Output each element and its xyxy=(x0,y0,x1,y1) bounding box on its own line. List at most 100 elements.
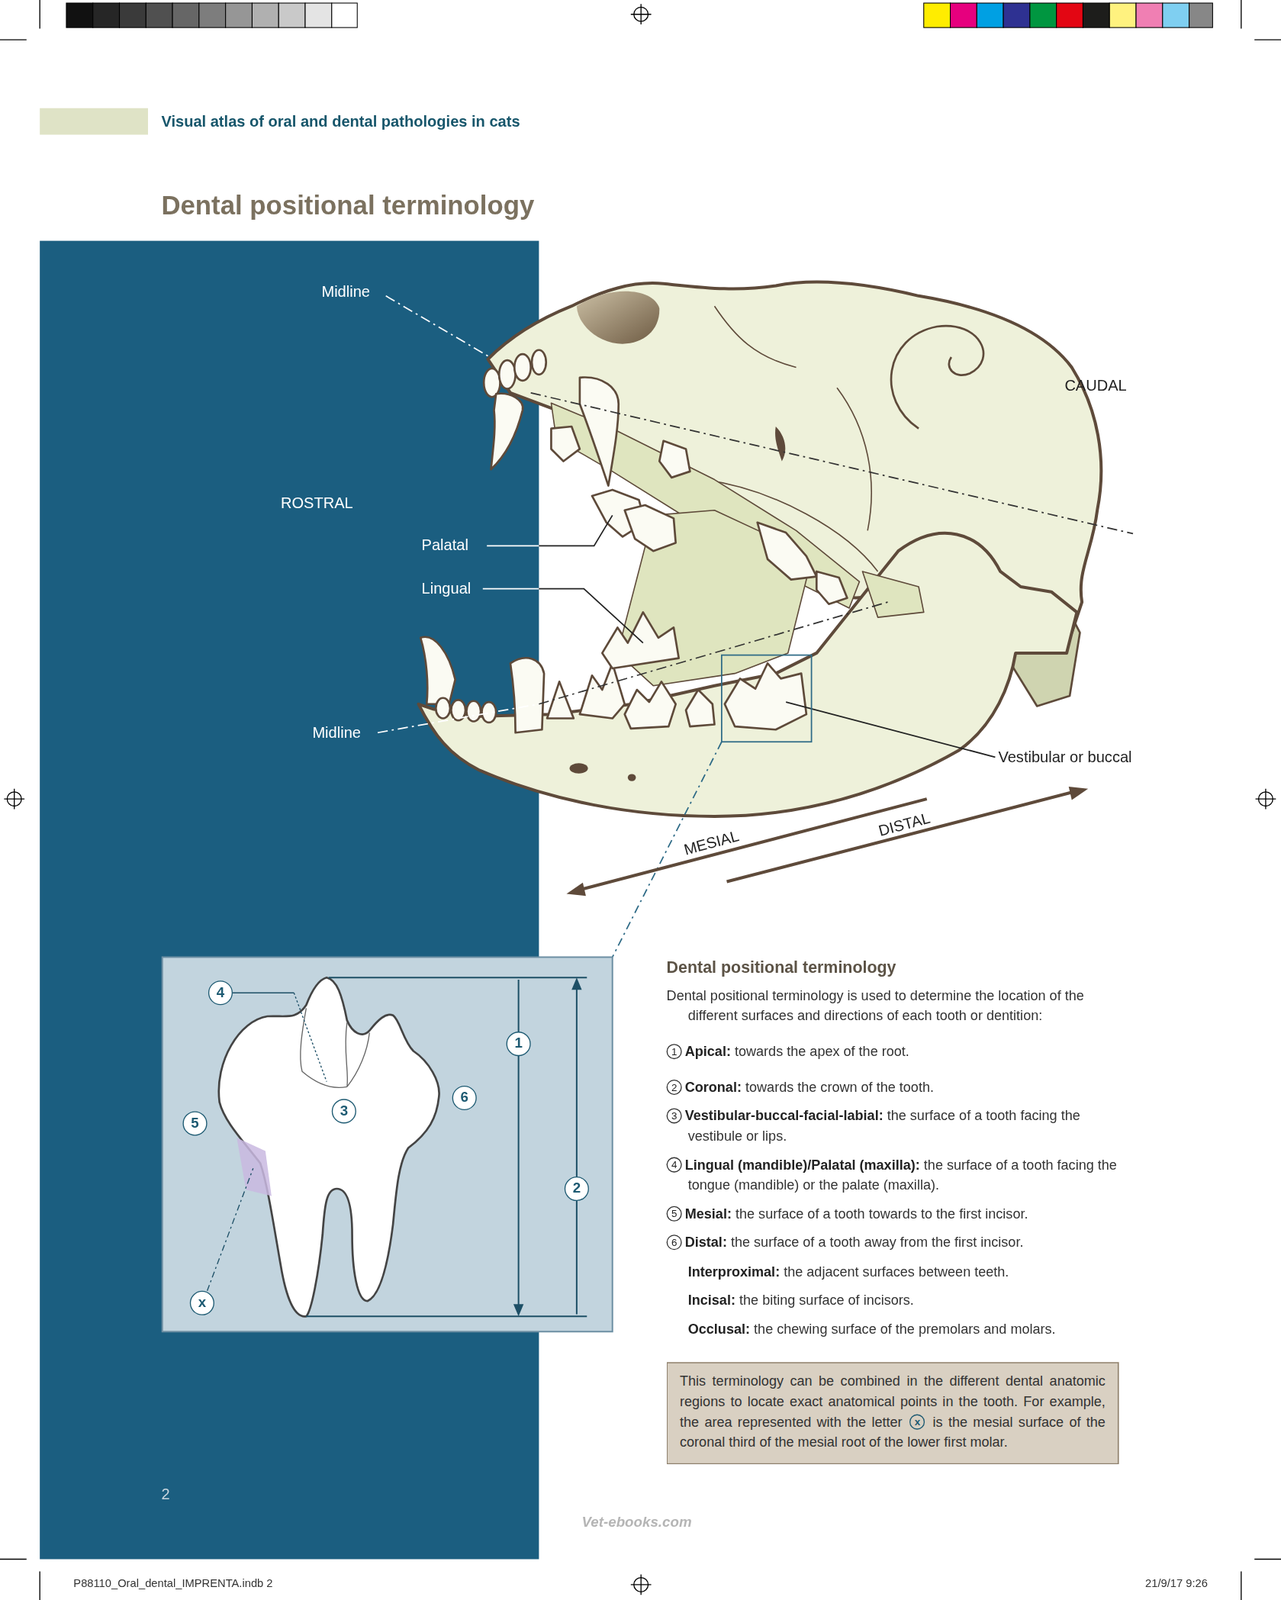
definition: towards the crown of the tooth. xyxy=(745,1079,934,1095)
footer-text: 21/9/17 9:26 xyxy=(1145,1576,1208,1590)
dimension-line xyxy=(305,977,587,1317)
callout-leader xyxy=(293,992,327,1082)
lower-premolar xyxy=(547,681,574,718)
coronal-arrow xyxy=(576,988,578,1315)
mental-foramen xyxy=(569,762,589,773)
anatomy-label: Palatal xyxy=(421,535,469,554)
anatomy-label: Midline xyxy=(312,723,361,742)
lower-incisor xyxy=(435,698,451,719)
callout-number: 6 xyxy=(666,1234,683,1250)
upper-molar xyxy=(757,522,818,580)
term: Distal: xyxy=(685,1234,728,1250)
term: Mesial: xyxy=(685,1206,732,1222)
watermark: Vet-ebooks.com xyxy=(582,1512,692,1530)
swatch xyxy=(950,3,978,28)
swatch xyxy=(225,3,253,28)
palatal-leader xyxy=(486,545,539,548)
term: Vestibular-buccal-facial-labial: xyxy=(685,1107,884,1124)
swatch xyxy=(199,3,226,28)
swatch xyxy=(172,3,200,28)
running-header: Visual atlas of oral and dental patholog… xyxy=(160,112,520,131)
callout-number: 2 xyxy=(666,1079,683,1095)
definition-row: Occlusal: the chewing surface of the pre… xyxy=(666,1319,1124,1340)
callout-number: 5 xyxy=(182,1110,207,1136)
swatch xyxy=(145,3,173,28)
registration-mark xyxy=(630,3,652,25)
definition-row: 1Apical: towards the apex of the root. xyxy=(666,1041,1124,1063)
swatch xyxy=(66,3,94,28)
registration-mark xyxy=(3,788,25,810)
swatch xyxy=(278,3,306,28)
lingual-leader xyxy=(538,589,643,644)
definition-row: 2Coronal: towards the crown of the tooth… xyxy=(666,1077,1124,1098)
lower-canine xyxy=(420,637,455,705)
definition: the adjacent surfaces between teeth. xyxy=(783,1264,1009,1280)
upper-premolar xyxy=(659,440,690,478)
swatch xyxy=(1162,3,1190,28)
header-band xyxy=(39,108,149,136)
registration-mark xyxy=(630,1574,652,1596)
callout-number: 1 xyxy=(506,1031,532,1056)
definition-row: 6Distal: the surface of a tooth away fro… xyxy=(666,1232,1124,1254)
arrowhead xyxy=(571,977,582,990)
callout-number: 3 xyxy=(666,1107,683,1124)
definition-row: 4Lingual (mandible)/Palatal (maxilla): t… xyxy=(666,1155,1124,1196)
lower-premolar xyxy=(624,681,676,729)
term: Apical: xyxy=(685,1043,731,1059)
definition-row: 5Mesial: the surface of a tooth towards … xyxy=(666,1203,1124,1225)
zoom-box xyxy=(721,655,812,743)
term: Incisal: xyxy=(688,1292,736,1308)
note-box: This terminology can be combined in the … xyxy=(666,1361,1120,1465)
term: Lingual (mandible)/Palatal (maxilla): xyxy=(685,1157,921,1173)
mandible-inner xyxy=(862,571,924,618)
swatch xyxy=(1003,3,1030,28)
orbit xyxy=(576,291,660,345)
callout-number: 2 xyxy=(564,1176,590,1201)
callout-number: 4 xyxy=(666,1157,683,1173)
term: Interproximal: xyxy=(688,1264,780,1280)
definition-row: 3Vestibular-buccal-facial-labial: the su… xyxy=(666,1106,1124,1147)
definition: the surface of a tooth towards to the fi… xyxy=(735,1206,1029,1222)
palatal-leader xyxy=(538,514,612,546)
callout-number: x xyxy=(910,1414,926,1430)
arrowhead xyxy=(566,882,586,896)
teeth xyxy=(420,350,847,734)
lingual-leader xyxy=(482,588,540,590)
swatch xyxy=(119,3,147,28)
term: Coronal: xyxy=(685,1079,742,1095)
anatomy-label: Vestibular or buccal xyxy=(997,747,1132,767)
upper-premolar xyxy=(624,505,676,551)
callout-leader xyxy=(232,992,294,994)
swatch xyxy=(93,3,120,28)
swatch xyxy=(923,3,951,28)
page-title: Dental positional terminology xyxy=(160,189,535,223)
callout-number: 6 xyxy=(452,1085,477,1111)
midline-axis xyxy=(538,601,889,705)
direction-label: ROSTRAL xyxy=(280,493,354,512)
upper-incisor xyxy=(531,350,547,375)
callout-leader xyxy=(207,1168,254,1291)
definition: the chewing surface of the premolars and… xyxy=(753,1321,1056,1337)
upper-molar xyxy=(816,571,847,605)
upper-premolar xyxy=(550,426,580,461)
lower-incisor xyxy=(466,701,481,722)
swatch xyxy=(251,3,279,28)
definition: towards the apex of the root. xyxy=(734,1043,910,1059)
molar-tooth xyxy=(218,977,440,1317)
page-number: 2 xyxy=(160,1484,170,1504)
swatch xyxy=(1056,3,1084,28)
swatch xyxy=(331,3,358,28)
lower-canine xyxy=(510,657,544,733)
definition: the biting surface of incisors. xyxy=(739,1292,915,1308)
anatomy-label: Midline xyxy=(321,282,371,301)
upper-incisor xyxy=(483,368,500,397)
gray-bar xyxy=(66,3,358,28)
arrowhead xyxy=(1068,786,1088,800)
registration-mark xyxy=(1255,788,1277,810)
direction-arrows xyxy=(566,786,1089,896)
upper-incisor xyxy=(498,360,515,389)
upper-canine xyxy=(579,377,619,487)
